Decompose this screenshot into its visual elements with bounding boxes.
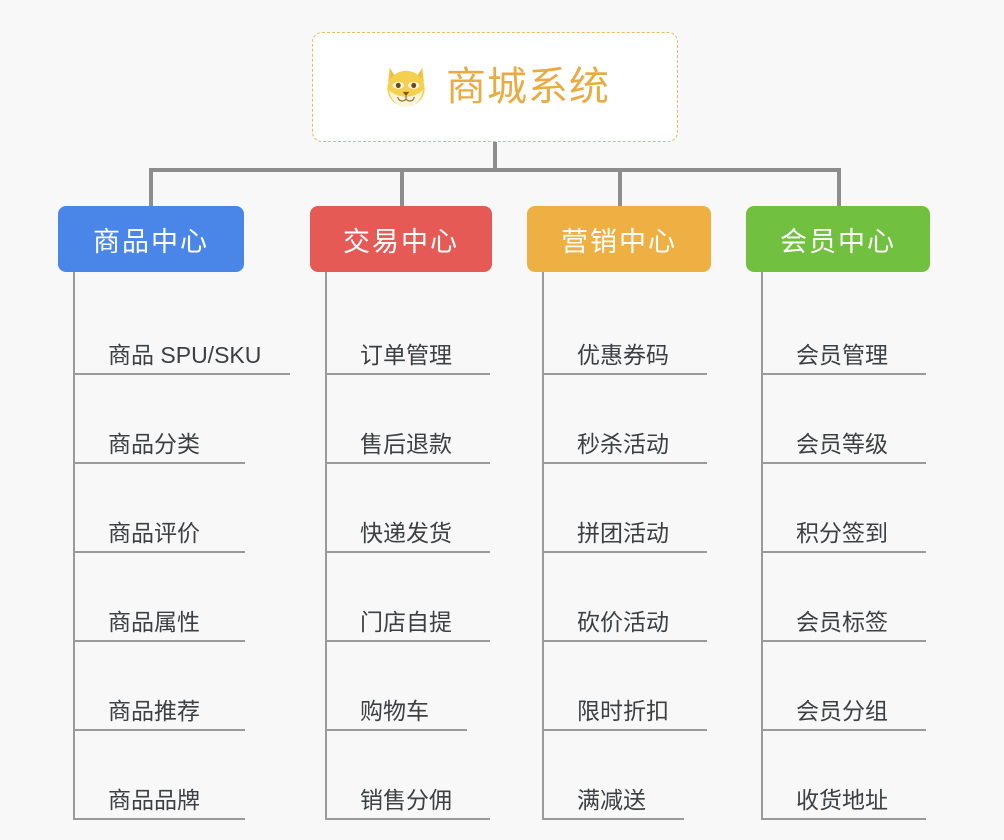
branch-product-center: 商品中心 商品 SPU/SKU 商品分类 商品评价 商品属性 商品推荐 商品品牌 bbox=[58, 206, 290, 820]
leaf-item[interactable]: 商品推荐 bbox=[75, 642, 245, 731]
leaf-item[interactable]: 订单管理 bbox=[327, 286, 492, 375]
branch-member-center: 会员中心 会员管理 会员等级 积分签到 会员标签 会员分组 收货地址 bbox=[746, 206, 930, 820]
root-node[interactable]: 商城系统 bbox=[312, 32, 678, 142]
branch-header-marketing-center[interactable]: 营销中心 bbox=[527, 206, 711, 272]
leaf-item[interactable]: 门店自提 bbox=[327, 553, 492, 642]
branch-transaction-center: 交易中心 订单管理 售后退款 快递发货 门店自提 购物车 销售分佣 bbox=[310, 206, 492, 820]
connector-drop-1 bbox=[149, 168, 153, 206]
leaf-item[interactable]: 优惠券码 bbox=[544, 286, 711, 375]
leaf-list-marketing-center: 优惠券码 秒杀活动 拼团活动 砍价活动 限时折扣 满减送 bbox=[542, 272, 711, 820]
branch-header-transaction-center[interactable]: 交易中心 bbox=[310, 206, 492, 272]
branch-marketing-center: 营销中心 优惠券码 秒杀活动 拼团活动 砍价活动 限时折扣 满减送 bbox=[527, 206, 711, 820]
leaf-item[interactable]: 商品评价 bbox=[75, 464, 245, 553]
branch-header-product-center[interactable]: 商品中心 bbox=[58, 206, 244, 272]
leaf-item[interactable]: 满减送 bbox=[544, 731, 711, 820]
leaf-item[interactable]: 秒杀活动 bbox=[544, 375, 711, 464]
leaf-item[interactable]: 积分签到 bbox=[763, 464, 930, 553]
branch-header-member-center[interactable]: 会员中心 bbox=[746, 206, 930, 272]
leaf-item[interactable]: 购物车 bbox=[327, 642, 492, 731]
leaf-list-transaction-center: 订单管理 售后退款 快递发货 门店自提 购物车 销售分佣 bbox=[325, 272, 492, 820]
root-title: 商城系统 bbox=[446, 65, 610, 109]
connector-drop-3 bbox=[618, 168, 622, 206]
connector-drop-2 bbox=[400, 168, 404, 206]
leaf-item[interactable]: 售后退款 bbox=[327, 375, 492, 464]
leaf-item[interactable]: 会员分组 bbox=[763, 642, 930, 731]
leaf-item[interactable]: 会员等级 bbox=[763, 375, 930, 464]
leaf-list-member-center: 会员管理 会员等级 积分签到 会员标签 会员分组 收货地址 bbox=[761, 272, 930, 820]
leaf-item[interactable]: 收货地址 bbox=[763, 731, 930, 820]
leaf-item[interactable]: 砍价活动 bbox=[544, 553, 711, 642]
leaf-item[interactable]: 限时折扣 bbox=[544, 642, 711, 731]
shiba-dog-face-icon bbox=[387, 67, 425, 109]
connector-horizontal-bus bbox=[149, 168, 841, 172]
leaf-item[interactable]: 销售分佣 bbox=[327, 731, 492, 820]
leaf-item[interactable]: 商品属性 bbox=[75, 553, 245, 642]
leaf-list-product-center: 商品 SPU/SKU 商品分类 商品评价 商品属性 商品推荐 商品品牌 bbox=[73, 272, 290, 820]
leaf-item[interactable]: 拼团活动 bbox=[544, 464, 711, 553]
leaf-item[interactable]: 商品品牌 bbox=[75, 731, 245, 820]
leaf-item[interactable]: 快递发货 bbox=[327, 464, 492, 553]
leaf-item[interactable]: 会员管理 bbox=[763, 286, 930, 375]
leaf-item[interactable]: 商品 SPU/SKU bbox=[75, 286, 290, 375]
leaf-item[interactable]: 商品分类 bbox=[75, 375, 245, 464]
connector-root-stem bbox=[493, 142, 497, 170]
connector-drop-4 bbox=[837, 168, 841, 206]
leaf-item[interactable]: 会员标签 bbox=[763, 553, 930, 642]
